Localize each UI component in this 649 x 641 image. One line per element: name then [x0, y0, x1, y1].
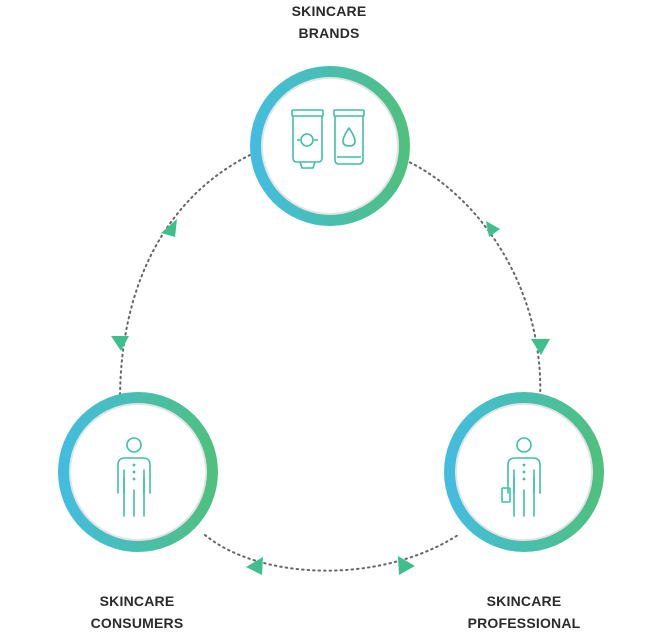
connector-consumers-professional [204, 534, 459, 572]
skincare-tubes-icon [291, 109, 365, 169]
label-skincare-brands: SKINCARE BRANDS [239, 0, 419, 44]
connector-brands-professional [404, 159, 542, 401]
arrowheads [111, 219, 550, 575]
person-with-bag-icon [501, 437, 541, 517]
node-consumers [58, 392, 218, 552]
label-skincare-consumers: SKINCARE CONSUMERS [47, 590, 227, 634]
label-brands-line2: BRANDS [298, 25, 360, 41]
arrow-up-right [486, 221, 500, 237]
label-pro-line1: SKINCARE [486, 593, 562, 609]
arrow-left-bottom [246, 557, 263, 575]
connector-lines [119, 154, 542, 572]
node-brands [250, 66, 410, 226]
arrow-right-bottom [398, 556, 415, 575]
label-consumers-line1: SKINCARE [99, 593, 175, 609]
label-brands-line1: SKINCARE [291, 3, 367, 19]
label-skincare-professional: SKINCARE PROFESSIONAL [434, 590, 614, 634]
label-pro-line2: PROFESSIONAL [467, 615, 581, 631]
person-icon [117, 437, 151, 517]
label-consumers-line2: CONSUMERS [90, 615, 184, 631]
arrow-up-left [161, 219, 177, 237]
connector-brands-consumers [119, 154, 251, 401]
node-professional [444, 392, 604, 552]
arrow-down-left [111, 336, 129, 351]
arrow-down-right [531, 339, 550, 355]
